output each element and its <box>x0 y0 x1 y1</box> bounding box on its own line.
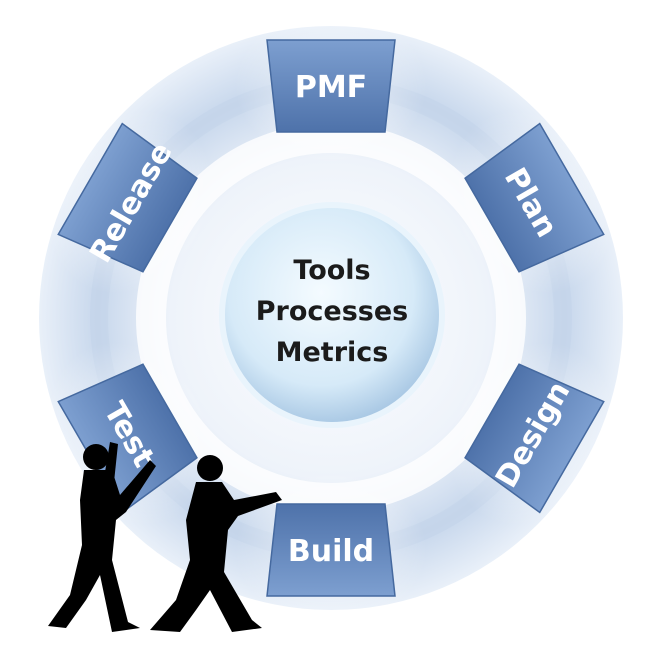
person-left <box>48 442 156 632</box>
stage-tile-shape <box>266 39 396 133</box>
stage-tile-release: Release <box>47 110 214 294</box>
pushing-people-silhouette <box>48 442 282 632</box>
stage-tile-shape <box>464 122 605 273</box>
stage-label-pmf: PMF <box>295 70 367 105</box>
stage-tile-plan: Plan <box>448 110 615 294</box>
hub-line-processes: Processes <box>256 296 409 327</box>
person-right <box>150 455 282 632</box>
stage-tile-shape <box>57 122 198 273</box>
stage-tile-shape <box>464 363 605 514</box>
stage-label-build: Build <box>288 534 374 569</box>
hub-circle <box>219 202 445 428</box>
hub-line-metrics: Metrics <box>276 337 389 368</box>
stage-tile-shape <box>266 503 396 597</box>
stage-tile-shape <box>57 363 198 514</box>
stage-tile-design: Design <box>448 342 615 526</box>
hub-line-tools: Tools <box>293 255 370 286</box>
stage-tile-pmf: PMF <box>235 7 427 165</box>
stage-tile-build: Build <box>235 471 427 629</box>
